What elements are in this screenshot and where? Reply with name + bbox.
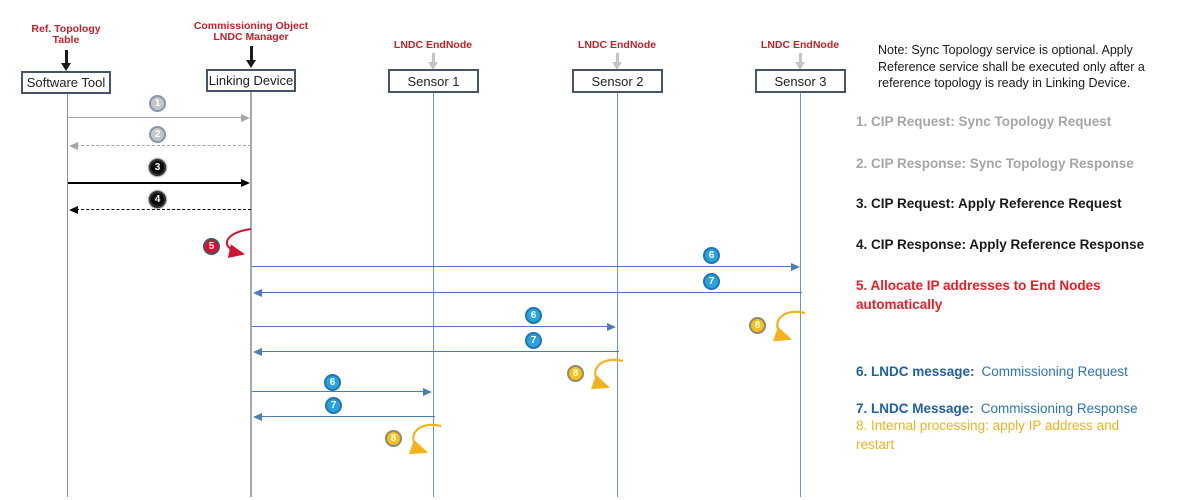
actor-box-sensor-3: Sensor 3 — [755, 69, 846, 93]
message-arrow-3 — [68, 182, 242, 184]
message-arrow-6-sensor-1 — [252, 391, 424, 392]
message-arrow-2 — [76, 145, 251, 146]
down-arrowhead-icon — [427, 62, 438, 70]
badge-8-sensor-3: 8 — [749, 317, 766, 334]
down-arrow-icon — [616, 53, 619, 62]
lifeline-sensor-3 — [799, 93, 801, 497]
legend-item-8: 8. Internal processing: apply IP address… — [856, 418, 1120, 452]
badge-8-sensor-2: 8 — [567, 365, 584, 382]
actor-top-label-software-tool: Ref. Topology Table — [31, 23, 101, 46]
message-arrow-6-sensor-3 — [252, 266, 791, 267]
legend-item-7-suffix: Commissioning Response — [980, 401, 1138, 416]
arrowhead-right-icon — [423, 388, 432, 396]
legend-item-7-prefix: 7. LNDC Message: — [856, 401, 974, 416]
badge-2: 2 — [149, 126, 166, 143]
arrowhead-right-icon — [607, 323, 616, 331]
message-arrow-7-sensor-3 — [261, 292, 802, 293]
arrowhead-right-icon — [241, 114, 250, 122]
self-message-arrow-8-sensor-3 — [772, 310, 806, 342]
self-message-arrow-8-sensor-1 — [408, 423, 442, 455]
actor-box-sensor-2: Sensor 2 — [572, 69, 663, 93]
arrowhead-right-icon — [791, 263, 800, 271]
message-arrow-7-sensor-2 — [261, 351, 619, 352]
actor-top-label-sensor-1: LNDC EndNode — [393, 39, 473, 51]
lifeline-sensor-2 — [616, 93, 618, 497]
lifeline-sensor-1 — [432, 93, 434, 497]
actor-box-linking-device: Linking Device — [206, 69, 296, 92]
down-arrow-icon — [250, 46, 253, 60]
legend-item-5: 5. Allocate IP addresses to End Nodes au… — [856, 278, 1101, 312]
actor-box-software-tool: Software Tool — [21, 71, 111, 94]
down-arrowhead-icon — [611, 62, 622, 70]
badge-7-sensor-3: 7 — [703, 273, 720, 290]
down-arrow-icon — [65, 50, 68, 63]
legend-item-6-prefix: 6. LNDC message: — [856, 364, 975, 379]
legend-item-1: 1. CIP Request: Sync Topology Request — [856, 114, 1112, 129]
message-arrow-6-sensor-2 — [252, 326, 608, 327]
arrowhead-left-icon — [253, 413, 262, 421]
lifeline-software-tool — [66, 94, 68, 497]
message-arrow-4 — [76, 209, 251, 210]
note-text: Note: Sync Topology service is optional.… — [878, 43, 1145, 90]
self-message-arrow-8-sensor-2 — [590, 358, 624, 390]
actor-top-label-sensor-2: LNDC EndNode — [577, 39, 657, 51]
badge-6-sensor-1: 6 — [324, 374, 341, 391]
arrowhead-right-icon — [241, 179, 250, 187]
legend-item-2: 2. CIP Response: Sync Topology Response — [856, 156, 1134, 171]
arrowhead-left-icon — [69, 142, 78, 150]
actor-top-label-linking-device: Commissioning Object LNDC Manager — [193, 20, 309, 43]
legend-item-7: 7. LNDC Message: Commissioning Response — [856, 380, 1178, 418]
badge-5: 5 — [203, 238, 220, 255]
badge-3: 3 — [149, 159, 166, 176]
badge-7-sensor-2: 7 — [525, 332, 542, 349]
arrowhead-left-icon — [253, 348, 262, 356]
badge-6-sensor-3: 6 — [703, 247, 720, 264]
legend-item-6: 6. LNDC message: Commissioning Request — [856, 343, 1178, 381]
lifeline-linking-device — [250, 92, 252, 497]
down-arrowhead-icon — [60, 63, 71, 71]
arrowhead-left-icon — [69, 206, 78, 214]
badge-6-sensor-2: 6 — [525, 307, 542, 324]
message-arrow-7-sensor-1 — [261, 416, 435, 417]
badge-4: 4 — [149, 191, 166, 208]
legend-item-6-suffix: Commissioning Request — [981, 364, 1128, 379]
badge-7-sensor-1: 7 — [325, 397, 342, 414]
down-arrow-icon — [432, 53, 435, 62]
legend-item-3: 3. CIP Request: Apply Reference Request — [856, 196, 1122, 211]
badge-1: 1 — [149, 95, 166, 112]
legend-item-4: 4. CIP Response: Apply Reference Respons… — [856, 237, 1145, 252]
actor-top-label-sensor-3: LNDC EndNode — [760, 39, 840, 51]
down-arrowhead-icon — [794, 62, 805, 70]
down-arrowhead-icon — [245, 60, 256, 68]
down-arrow-icon — [799, 53, 802, 62]
self-message-arrow-5 — [225, 228, 252, 258]
message-arrow-1 — [68, 117, 242, 118]
actor-box-sensor-1: Sensor 1 — [388, 69, 479, 93]
badge-8-sensor-1: 8 — [385, 430, 402, 447]
arrowhead-left-icon — [253, 289, 262, 297]
